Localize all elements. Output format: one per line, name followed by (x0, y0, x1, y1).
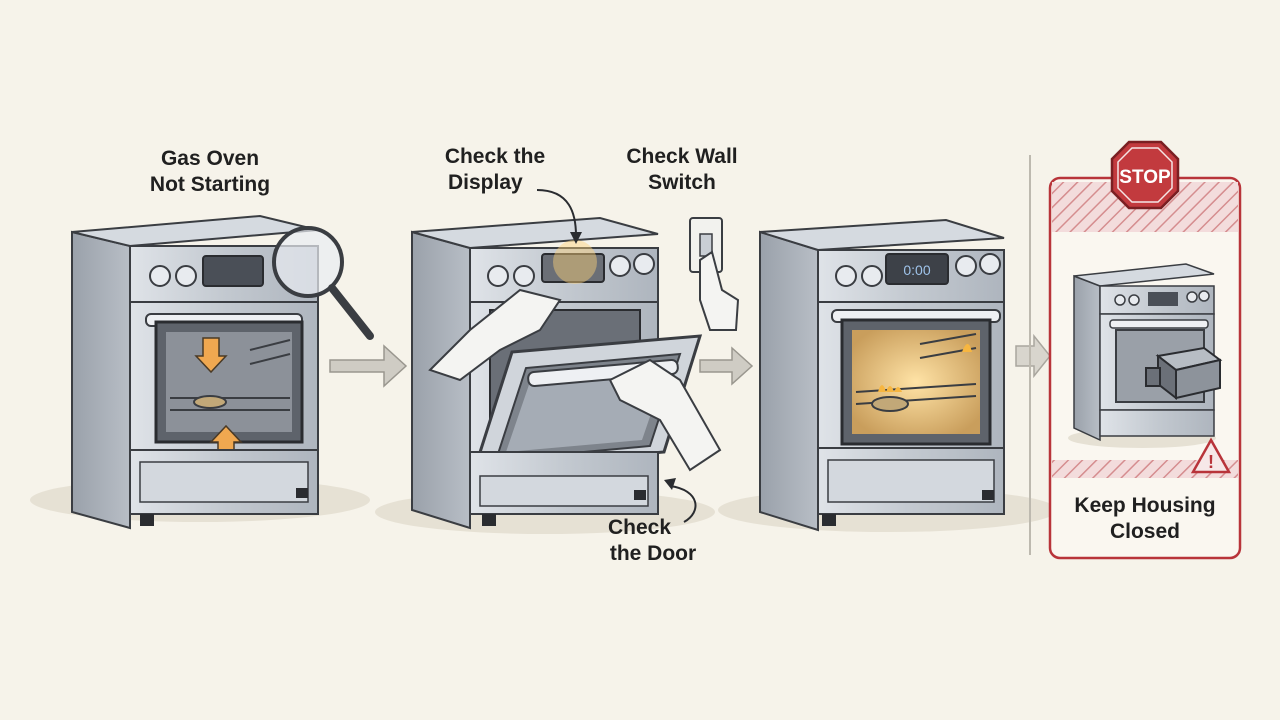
oven-2 (375, 189, 740, 534)
check-display-label: Check the Display (444, 145, 546, 194)
flame-icon (962, 344, 972, 352)
oven-display (885, 253, 949, 285)
display-time: 0:00 (903, 262, 930, 278)
stop-sign-text: STOP (1119, 167, 1171, 188)
warning-icon (1190, 437, 1232, 474)
housing-part-icon (1145, 346, 1223, 401)
step1-label: Gas Oven Not Starting (149, 147, 271, 196)
svg-text:!: ! (1208, 452, 1214, 472)
oven-1 (30, 214, 374, 530)
arrow-right-icon (329, 344, 408, 388)
stop-sign-icon (1110, 140, 1180, 210)
hand-pressing-display (428, 288, 562, 382)
flame-icon (878, 385, 902, 392)
check-door-label: Check the Door (608, 516, 697, 565)
check-wall-switch-label: Check Wall Switch (626, 145, 738, 194)
magnifying-glass-icon (272, 226, 344, 298)
arrow-right-icon (1015, 333, 1051, 379)
arrow-right-icon (699, 346, 754, 386)
hand-opening-door (608, 358, 722, 472)
warning-panel: STOP ! (1048, 140, 1242, 560)
oven-3: 0:00 (718, 218, 1058, 532)
keep-housing-closed-label: Keep Housing Closed (1074, 494, 1216, 543)
